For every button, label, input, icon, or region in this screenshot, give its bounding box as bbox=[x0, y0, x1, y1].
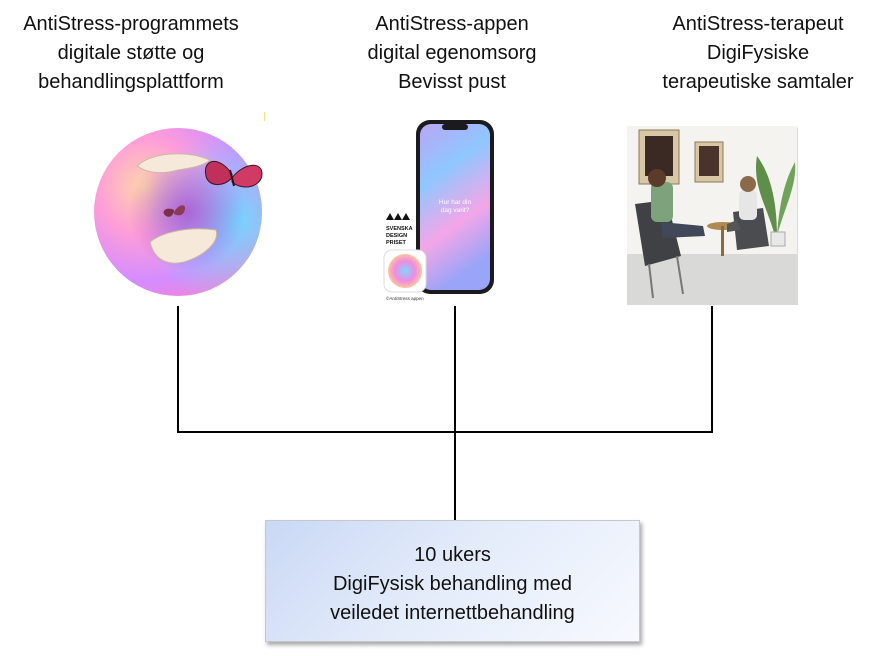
heading-app-line-1: AntiStress-appen bbox=[375, 13, 529, 35]
orb-svg bbox=[94, 128, 263, 296]
heading-app-line-2: digital egenomsorg bbox=[367, 42, 537, 64]
accent-tick bbox=[264, 112, 265, 121]
butterfly-icon bbox=[204, 161, 263, 188]
therapy-scene bbox=[627, 126, 798, 305]
phone-caption: ©AntiStress appen bbox=[386, 295, 424, 301]
small-butterfly-icon bbox=[163, 205, 186, 217]
therapist-figure bbox=[727, 176, 769, 250]
phone-question-line-2: dag varit? bbox=[441, 207, 470, 214]
phone-screen bbox=[420, 124, 490, 290]
badge-line-1: SVENSKA bbox=[386, 226, 413, 232]
phone-illustration: Hur har din dag varit? SVENSKA DESIGN PR… bbox=[382, 116, 507, 304]
orb-illustration bbox=[92, 124, 264, 300]
heading-therapist-line-3: terapeutiske samtaler bbox=[662, 71, 854, 93]
result-box: 10 ukers DigiFysisk behandling med veile… bbox=[265, 520, 640, 642]
result-line-2: DigiFysisk behandling med bbox=[332, 573, 572, 595]
plant-icon bbox=[756, 156, 796, 247]
heading-app-line-3: Bevisst pust bbox=[398, 71, 506, 93]
lower-hand-shape bbox=[149, 228, 218, 264]
badge-line-3: PRISET bbox=[386, 240, 407, 246]
upper-hand-shape bbox=[136, 153, 211, 174]
client-figure bbox=[635, 169, 705, 299]
design-prize-badge: SVENSKA DESIGN PRISET bbox=[386, 213, 413, 246]
badge-line-2: DESIGN bbox=[386, 233, 407, 239]
scene-svg bbox=[627, 126, 798, 305]
phone-question-line-1: Hur har din bbox=[439, 199, 472, 206]
heading-platform-line-1: AntiStress-programmets bbox=[23, 13, 239, 35]
heading-platform-line-3: behandlingsplattform bbox=[38, 71, 224, 93]
phone-notch bbox=[442, 124, 468, 130]
app-icon-orb bbox=[388, 254, 422, 288]
heading-therapist-line-1: AntiStress-terapeut bbox=[672, 13, 844, 35]
heading-therapist-line-2: DigiFysiske bbox=[706, 42, 810, 64]
phone-svg: Hur har din dag varit? SVENSKA DESIGN PR… bbox=[383, 120, 494, 301]
crown-icon bbox=[386, 213, 410, 220]
result-line-3: veiledet internettbehandling bbox=[330, 602, 575, 624]
heading-platform-line-2: digitale støtte og bbox=[57, 42, 205, 64]
heading-platform: AntiStress-programmets digitale støtte o… bbox=[0, 10, 262, 97]
heading-app: AntiStress-appen digital egenomsorg Bevi… bbox=[322, 10, 582, 97]
heading-therapist: AntiStress-terapeut DigiFysiske terapeut… bbox=[628, 10, 883, 97]
scene-edge-accent bbox=[797, 128, 798, 304]
result-line-1: 10 ukers bbox=[414, 544, 491, 566]
